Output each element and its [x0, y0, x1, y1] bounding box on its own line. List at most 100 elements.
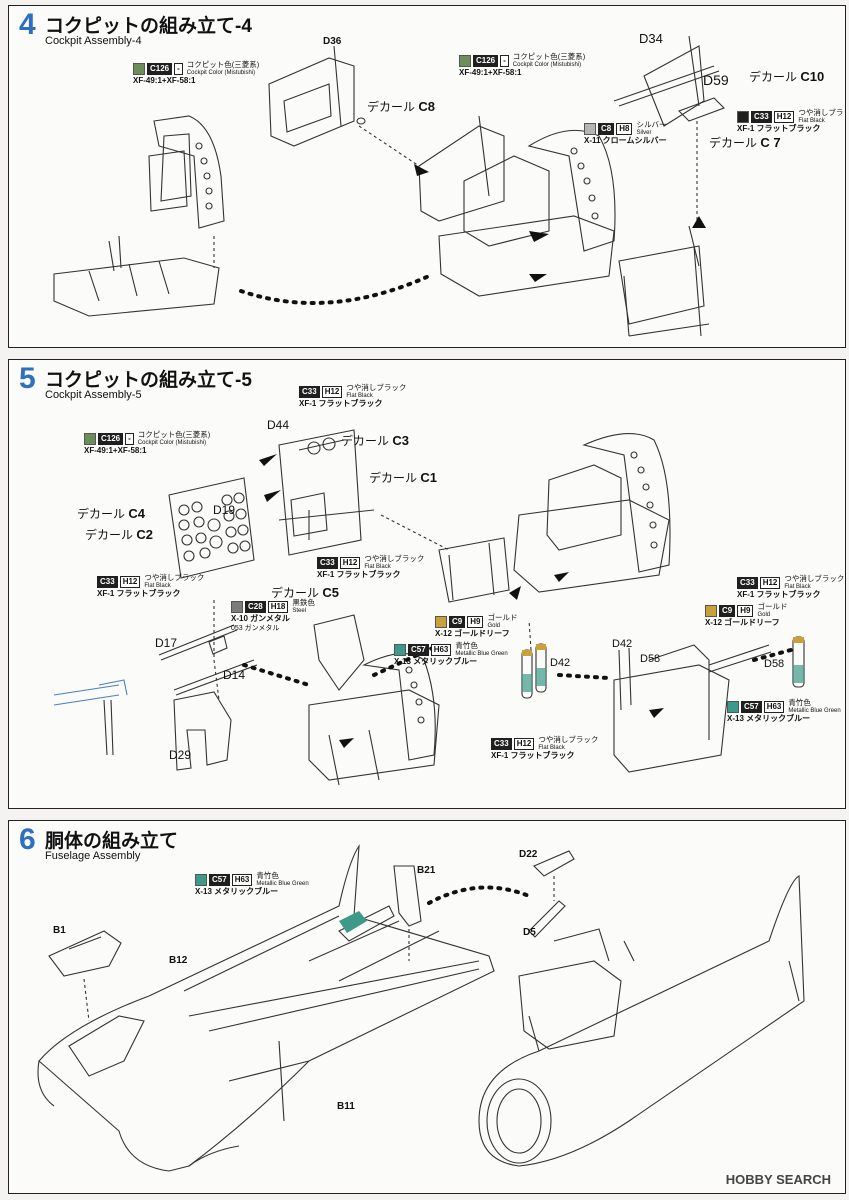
decal-number: C 7 [760, 135, 781, 150]
part-label-b1: B1 [53, 925, 66, 936]
paint-name-jp: つや消しブラック [144, 573, 205, 582]
paint-h-code: H12 [773, 111, 795, 123]
paint-h-code: H12 [119, 576, 141, 588]
paint-mix: XF-1 フラットブラック [737, 124, 821, 133]
decal-label-c1: デカール C1 [369, 470, 437, 485]
part-label-d29: D29 [169, 748, 192, 762]
decal-number: C2 [136, 527, 153, 542]
paint-callout: C126 - コクピット色(三菱系)Cockpit Color (Mistubi… [459, 53, 585, 78]
paint-code: C126 [98, 433, 124, 445]
paint-h-code: H63 [763, 701, 785, 713]
paint-name-jp: つや消しブラック [538, 735, 599, 744]
step-title: コクピットの組み立て-4 [45, 16, 252, 37]
paint-h-code: H8 [616, 123, 633, 135]
paint-mix: X-13 メタリックブルー [727, 714, 811, 723]
paint-code: C9 [719, 605, 736, 617]
paint-name-jp: コクピット色(三菱系) [137, 430, 211, 439]
step-5-panel: 5 コクピットの組み立て-5 Cockpit Assembly-5 [8, 359, 846, 809]
step-4-illustration [53, 35, 725, 337]
color-swatch [459, 55, 471, 67]
paint-code: C126 [147, 63, 173, 75]
step-4-panel: 4 コクピットの組み立て-4 Cockpit Assembly-4 [8, 5, 846, 348]
paint-h-code: H12 [321, 386, 343, 398]
paint-name-en: Flat Black [798, 118, 825, 124]
paint-name-jp: 青竹色 [455, 641, 478, 650]
paint-name-en: Metallic Blue Green [455, 651, 508, 657]
paint-code: C126 [473, 55, 499, 67]
part-label-d58: D58 [640, 653, 661, 665]
decal-number: C10 [800, 69, 825, 84]
paint-callout: C126 - コクピット色(三菱系)Cockpit Color (Mistubi… [133, 61, 259, 86]
decal-number: C4 [128, 506, 145, 521]
paint-mix: X-10 ガンメタル [231, 614, 290, 623]
decal-label-c8: デカール C8 [367, 99, 435, 114]
paint-name-jp: シルバー [636, 120, 667, 129]
paint-mix: XF-1 フラットブラック [317, 570, 401, 579]
paint-name-jp: つや消しブラック [784, 574, 845, 583]
color-swatch [435, 616, 447, 628]
paint-name-jp: つや消しブラック [346, 383, 407, 392]
paint-code: C57 [408, 644, 429, 656]
part-label-d19: D19 [213, 503, 236, 517]
paint-name-en: Gold [487, 623, 501, 629]
decal-number: C8 [418, 99, 435, 114]
step-title: コクピットの組み立て-5 [45, 370, 252, 391]
paint-name-jp: つや消しブラック [364, 554, 425, 563]
part-label-d34: D34 [639, 31, 663, 46]
paint-name-jp: ゴールド [487, 613, 518, 622]
paint-name-jp: ゴールド [757, 602, 788, 611]
paint-h-code: - [500, 55, 509, 67]
paint-mix: X-13 メタリックブルー [195, 887, 279, 896]
step-5-illustration [53, 429, 805, 786]
color-swatch [231, 601, 243, 613]
paint-h-code: - [174, 63, 183, 75]
paint-callout: C126 - コクピット色(三菱系)Cockpit Color (Mistubi… [84, 430, 211, 456]
paint-name-en: Gold [757, 612, 771, 618]
decal-label-c2: デカール C2 [85, 527, 153, 542]
part-label-d14: D14 [223, 668, 246, 682]
paint-mix: X-12 ゴールドリーフ [435, 629, 510, 638]
step-subtitle: Cockpit Assembly-4 [45, 35, 142, 47]
paint-h-code: H12 [339, 557, 361, 569]
paint-name-jp: 黒鉄色 [292, 598, 315, 607]
paint-name-jp: 青竹色 [256, 871, 279, 880]
part-label-d42: D42 [612, 638, 633, 650]
part-label-d5: D5 [523, 927, 536, 938]
paint-h-code: H18 [267, 601, 289, 613]
paint-name-en: Flat Black [364, 564, 391, 570]
paint-h-code: H9 [737, 605, 754, 617]
watermark: HOBBY SEARCH [725, 1172, 831, 1187]
color-swatch [84, 433, 96, 445]
decal-label-c4: デカール C4 [77, 506, 145, 521]
paint-mix: XF-1 フラットブラック [737, 590, 821, 599]
paint-mix: XF-49:1+XF-58:1 [459, 68, 522, 77]
paint-mix: XF-1 フラットブラック [97, 589, 181, 598]
paint-code: C33 [97, 576, 118, 588]
paint-name-en: Flat Black [346, 393, 373, 399]
paint-code: C33 [491, 738, 512, 750]
step-6-panel: 6 胴体の組み立て Fuselage Assembly [8, 820, 846, 1194]
paint-name-jp: つや消しブラック [798, 108, 845, 117]
paint-mix: XF-1 フラットブラック [299, 399, 383, 408]
paint-code: C9 [449, 616, 466, 628]
paint-name-en: Flat Black [144, 583, 171, 589]
step-number: 5 [19, 362, 36, 395]
decal-label-c7: デカール C 7 [709, 135, 781, 150]
color-swatch [133, 63, 145, 75]
paint-h-code: H63 [231, 874, 253, 886]
part-label-b12: B12 [169, 955, 188, 966]
part-label-d59: D59 [703, 72, 729, 88]
paint-name-en: Cockpit Color (Mistubishi) [186, 70, 256, 76]
paint-name-en: Steel [292, 608, 307, 614]
decal-label-c3: デカール C3 [341, 433, 409, 448]
color-swatch [584, 123, 596, 135]
paint-name-en: Cockpit Color (Mistubishi) [512, 62, 582, 68]
